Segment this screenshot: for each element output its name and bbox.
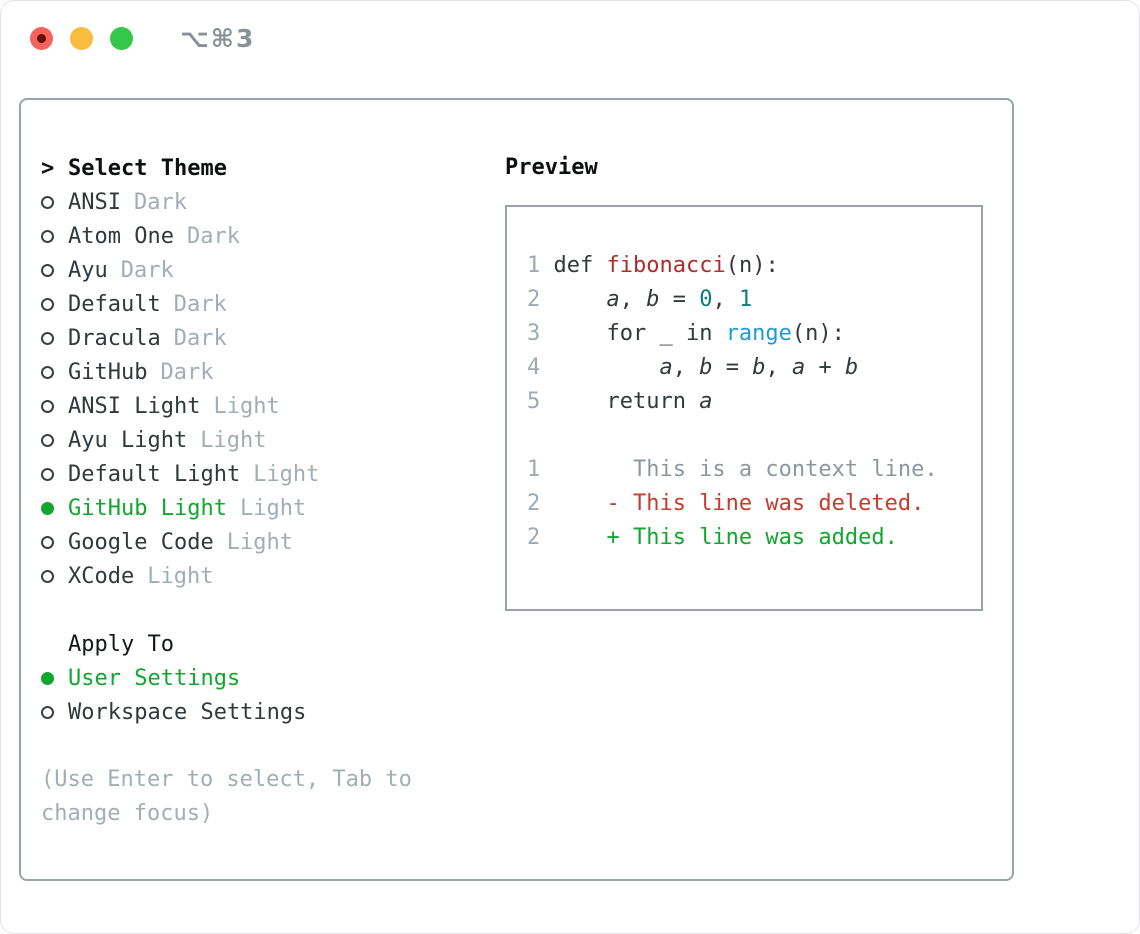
radio-icon [41, 569, 54, 583]
close-button[interactable] [30, 26, 53, 50]
theme-name: GitHub Light [68, 495, 227, 521]
diff-context-line: 1 This is a context line. [527, 457, 938, 482]
theme-option-xcode[interactable]: XCode Light [41, 559, 441, 593]
radio-icon [41, 229, 54, 243]
zoom-button[interactable] [110, 26, 133, 50]
radio-selected-icon [41, 501, 54, 515]
theme-option-dracula[interactable]: Dracula Dark [41, 321, 441, 355]
apply-to-header: Apply To [41, 627, 441, 661]
theme-name: XCode [68, 563, 135, 589]
code-line: 5 return a [527, 389, 713, 414]
theme-name: Default [68, 291, 161, 317]
theme-variant-tag: Dark [133, 189, 187, 215]
apply-to-title: Apply To [68, 631, 174, 657]
theme-name: GitHub [68, 359, 148, 385]
radio-icon [41, 399, 54, 413]
theme-variant-tag: Light [147, 563, 214, 589]
theme-name: Atom One [68, 223, 174, 249]
minimize-button[interactable] [70, 26, 93, 50]
theme-option-atom-one[interactable]: Atom One Dark [41, 219, 441, 253]
theme-option-github-light[interactable]: GitHub Light Light [41, 491, 441, 525]
theme-variant-tag: Light [213, 393, 280, 419]
preview-column: Preview 1 def fibonacci(n): 2 a, b = 0, 1… [505, 151, 983, 611]
code-line: 3 for _ in range(n): [527, 321, 845, 346]
theme-option-github[interactable]: GitHub Dark [41, 355, 441, 389]
theme-name: Dracula [68, 325, 161, 351]
theme-variant-tag: Dark [173, 325, 227, 351]
select-theme-title: Select Theme [68, 155, 227, 181]
theme-option-default-light[interactable]: Default Light Light [41, 457, 441, 491]
theme-option-ayu[interactable]: Ayu Dark [41, 253, 441, 287]
theme-name: ANSI Light [68, 393, 201, 419]
radio-icon [41, 535, 54, 549]
radio-icon [41, 195, 54, 209]
theme-name: ANSI [68, 189, 121, 215]
apply-option-label: Workspace Settings [68, 699, 307, 725]
theme-variant-tag: Light [200, 427, 267, 453]
hint-text: (Use Enter to select, Tab to change focu… [41, 767, 412, 826]
theme-option-google-code[interactable]: Google Code Light [41, 525, 441, 559]
theme-variant-tag: Dark [173, 291, 227, 317]
radio-icon [41, 263, 54, 277]
radio-icon [41, 331, 54, 345]
cursor-indicator: > [41, 155, 55, 181]
radio-icon [41, 467, 54, 481]
theme-variant-tag: Light [253, 461, 320, 487]
theme-option-ayu-light[interactable]: Ayu Light Light [41, 423, 441, 457]
radio-icon [41, 705, 54, 719]
theme-variant-tag: Dark [120, 257, 174, 283]
diff-added-line: 2 + This line was added. [527, 525, 898, 550]
radio-icon [41, 365, 54, 379]
theme-option-default[interactable]: Default Dark [41, 287, 441, 321]
blank-line [527, 419, 969, 453]
apply-option-workspace-settings[interactable]: Workspace Settings [41, 695, 441, 729]
titlebar: ⌥⌘3 [30, 23, 256, 53]
radio-icon [41, 433, 54, 447]
theme-variant-tag: Light [226, 529, 293, 555]
theme-variant-tag: Dark [160, 359, 214, 385]
theme-variant-tag: Light [239, 495, 307, 521]
theme-name: Ayu Light [68, 427, 188, 453]
theme-option-ansi[interactable]: ANSI Dark [41, 185, 441, 219]
select-theme-header: > Select Theme [41, 151, 441, 185]
code-line: 4 a, b = b, a + b [527, 355, 859, 380]
window-title: ⌥⌘3 [180, 23, 256, 53]
theme-name: Google Code [68, 529, 214, 555]
theme-variant-tag: Dark [186, 223, 240, 249]
preview-title: Preview [505, 155, 598, 180]
spacer [41, 593, 441, 627]
apply-option-user-settings[interactable]: User Settings [41, 661, 441, 695]
code-preview-box: 1 def fibonacci(n): 2 a, b = 0, 1 3 for _ … [505, 205, 983, 611]
radio-icon [41, 297, 54, 311]
apply-option-label: User Settings [68, 665, 241, 691]
theme-option-ansi-light[interactable]: ANSI Light Light [41, 389, 441, 423]
code-line: 1 def fibonacci(n): [527, 253, 779, 278]
theme-name: Ayu [68, 257, 108, 283]
radio-selected-icon [41, 671, 54, 685]
theme-name: Default Light [68, 461, 241, 487]
code-line: 2 a, b = 0, 1 [527, 287, 753, 312]
diff-deleted-line: 2 - This line was deleted. [527, 491, 925, 516]
